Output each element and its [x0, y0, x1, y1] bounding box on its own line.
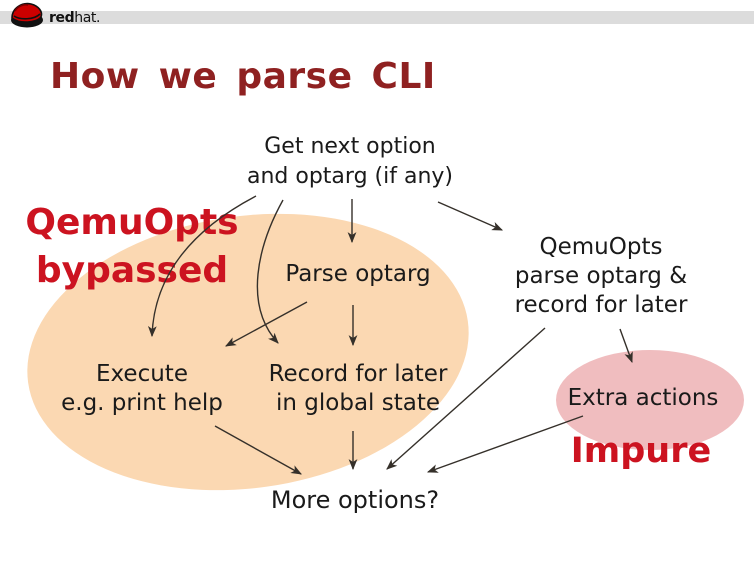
label-qemuopts-bypassed: QemuOpts bypassed — [25, 202, 239, 291]
redhat-wordmark: redhat. — [49, 10, 100, 26]
header-band — [0, 11, 754, 24]
pink-blob-ellipse — [556, 350, 744, 450]
redhat-fedora-icon — [11, 2, 43, 28]
node-more-options: More options? — [270, 486, 440, 514]
node-parse-optarg: Parse optarg — [285, 261, 431, 287]
node-record-for-later: Record for later in global state — [268, 361, 448, 416]
node-get-next-option: Get next option and optarg (if any) — [247, 134, 453, 189]
label-impure: Impure — [570, 431, 712, 471]
node-extra-actions: Extra actions — [567, 385, 719, 411]
redhat-logo: redhat. — [8, 1, 100, 29]
node-qemuopts-parse-record: QemuOpts parse optarg & record for later — [514, 234, 688, 318]
node-execute: Execute e.g. print help — [61, 361, 223, 416]
wordmark-hat: hat. — [74, 10, 101, 26]
wordmark-red: red — [49, 10, 75, 26]
peach-blob-ellipse — [27, 213, 469, 491]
slide-title: How we parse CLI — [50, 56, 436, 97]
